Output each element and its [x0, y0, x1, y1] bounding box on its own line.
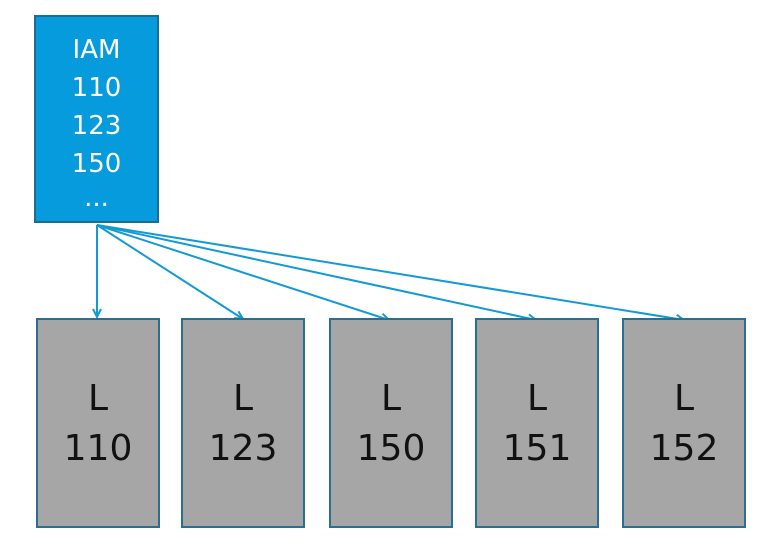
page-type-label: L [232, 378, 254, 419]
leaf-page-150: L 150 [329, 318, 453, 528]
arrow-to-page-150 [96, 224, 389, 320]
page-type-label: L [673, 378, 695, 419]
page-number-label: 152 [649, 428, 719, 469]
page-number-label: 123 [208, 428, 278, 469]
iam-entry-150: 150 [71, 149, 122, 179]
page-number-label: 110 [63, 428, 133, 469]
page-number-label: 151 [502, 428, 572, 469]
iam-title: IAM [72, 35, 121, 65]
leaf-page-123: L 123 [181, 318, 305, 528]
page-type-label: L [526, 378, 548, 419]
iam-entry-123: 123 [71, 111, 122, 141]
arrow-to-page-123 [96, 224, 243, 319]
page-number-label: 150 [356, 428, 426, 469]
arrow-to-page-152 [96, 224, 684, 320]
leaf-page-151: L 151 [475, 318, 599, 528]
leaf-page-152: L 152 [622, 318, 746, 528]
leaf-page-110: L 110 [36, 318, 160, 528]
iam-page: IAM 110 123 150 ... [34, 15, 159, 223]
iam-entry-110: 110 [71, 73, 122, 103]
iam-entry-ellipsis: ... [84, 183, 109, 213]
arrow-to-page-151 [96, 224, 536, 320]
page-type-label: L [87, 378, 109, 419]
page-type-label: L [380, 378, 402, 419]
